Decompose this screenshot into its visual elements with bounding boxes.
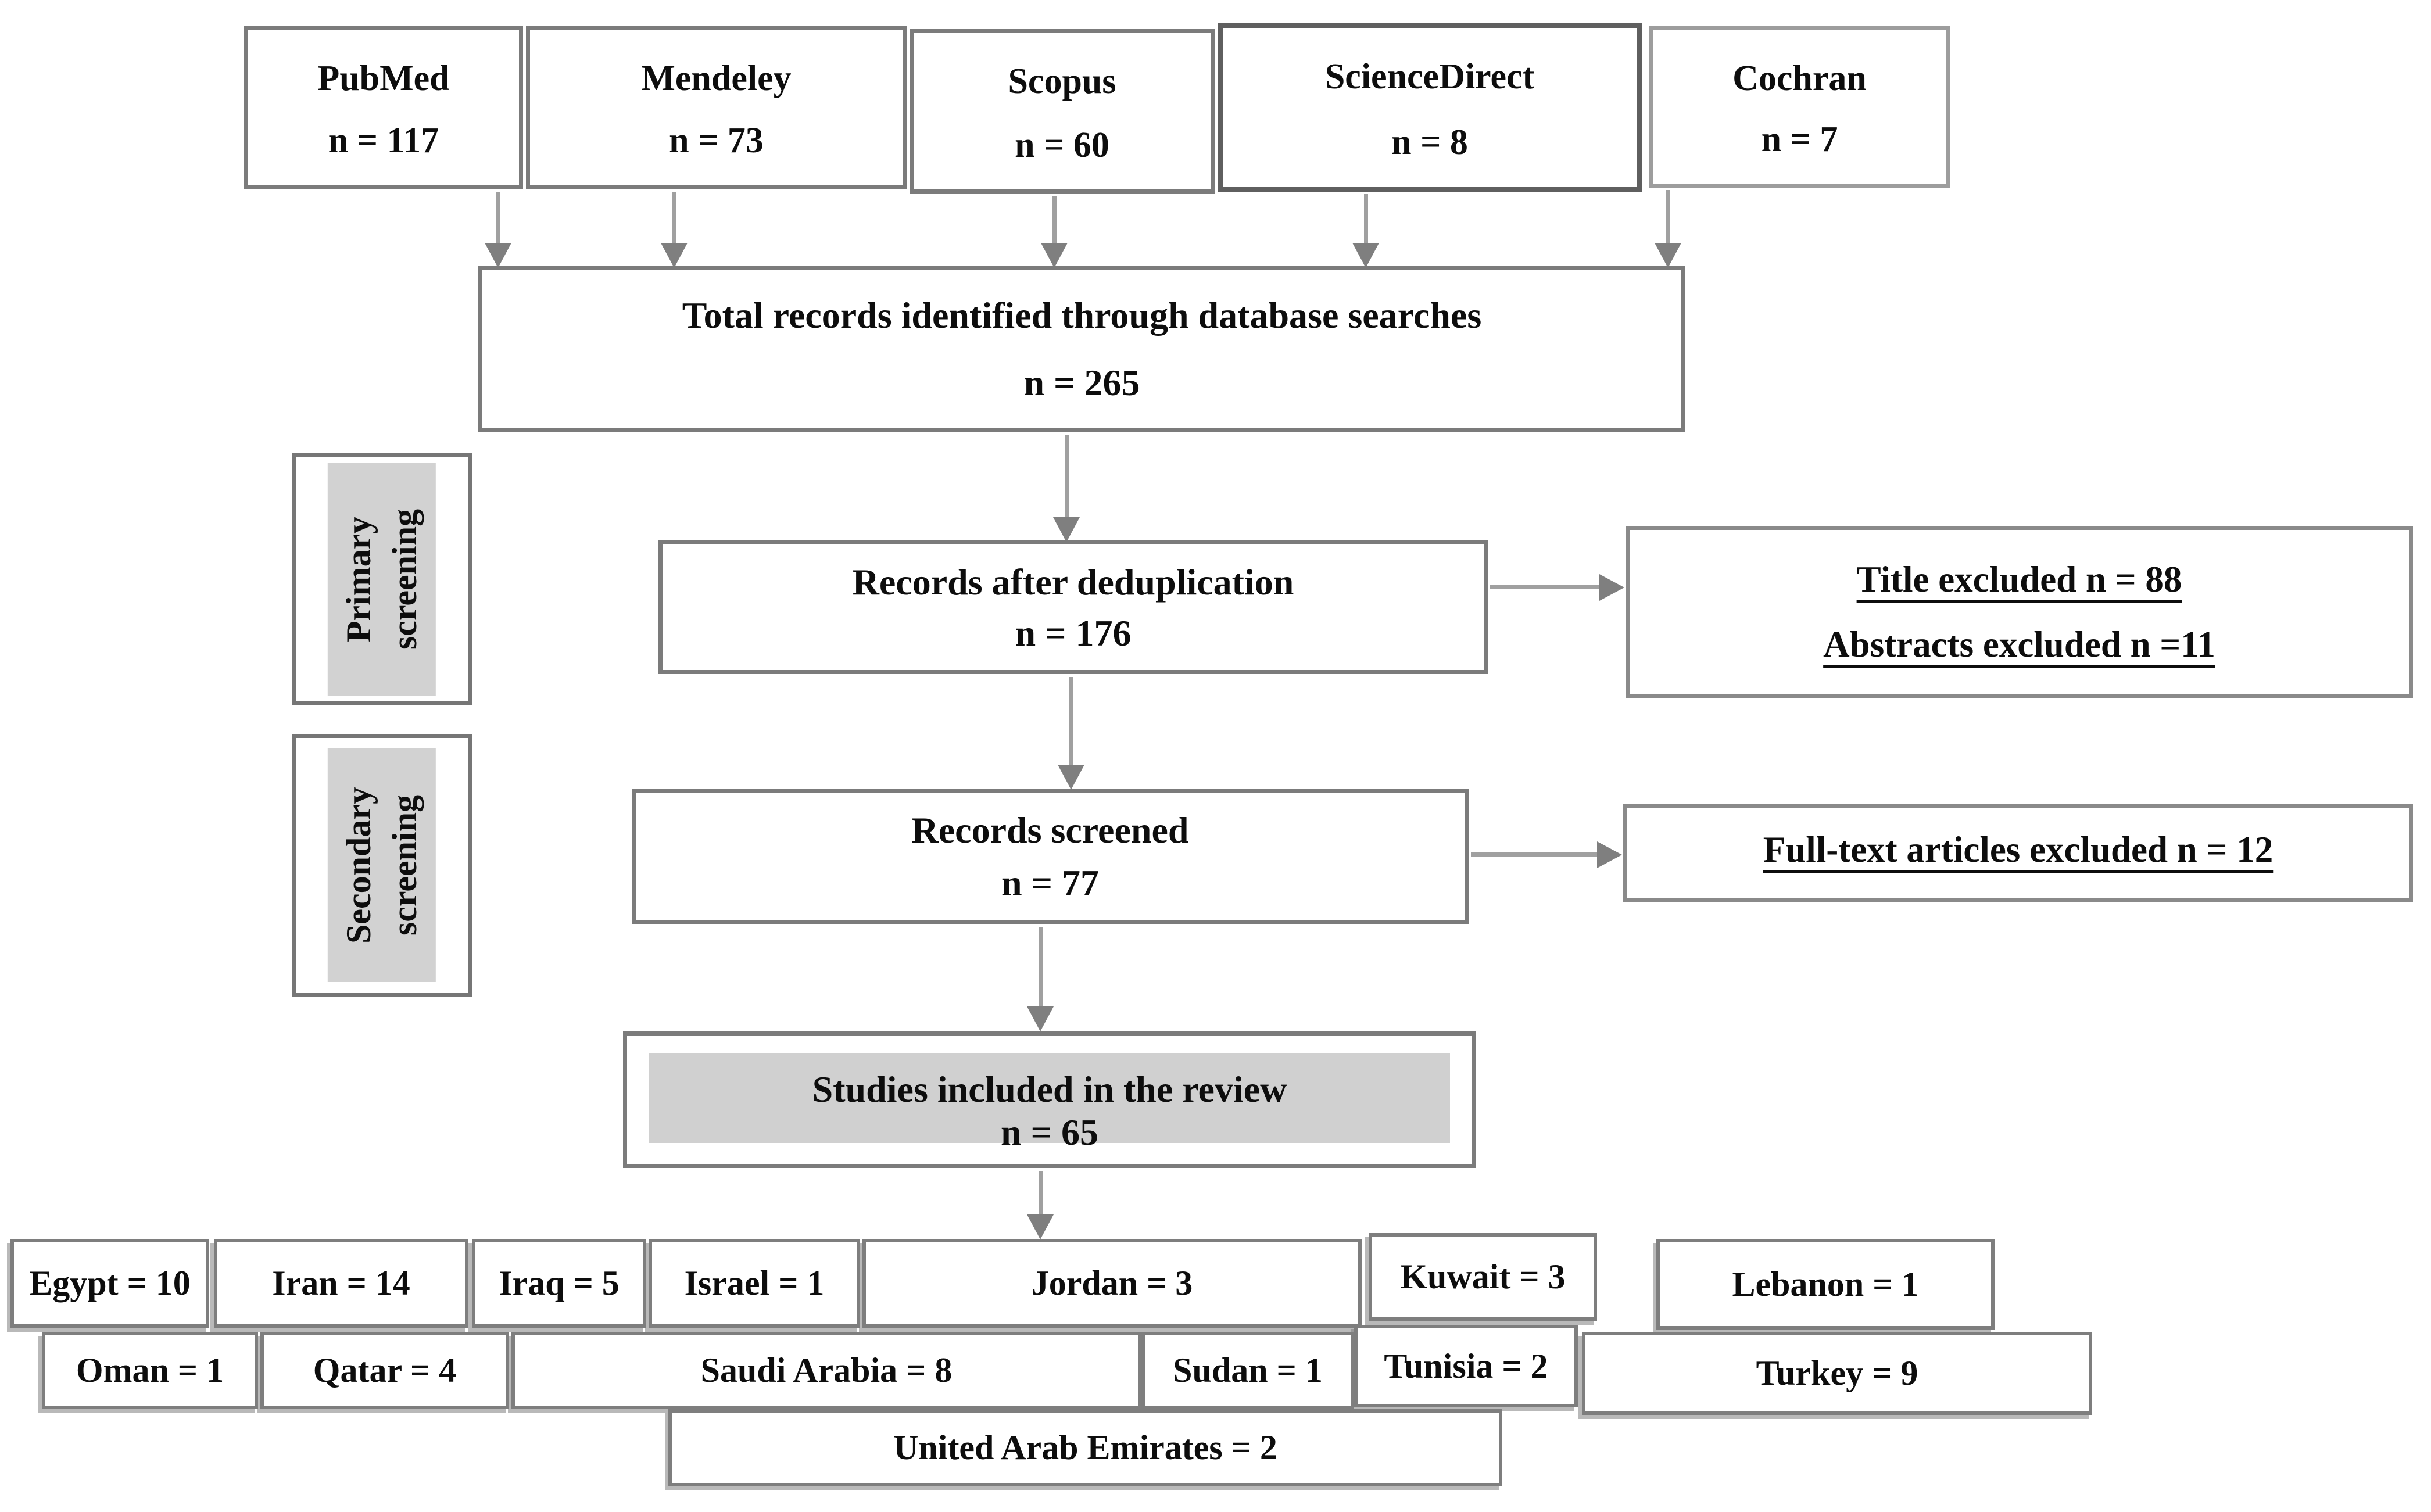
connector-line xyxy=(1039,927,1043,1008)
country-box-turkey: Turkey = 9 xyxy=(1582,1332,2092,1415)
screened-count: n = 77 xyxy=(1001,862,1100,904)
connector-line xyxy=(1065,435,1069,521)
country-label: Iran = 14 xyxy=(272,1264,410,1302)
included-count: n = 65 xyxy=(1000,1112,1099,1153)
arrow-head-down xyxy=(1655,243,1681,268)
country-label: Kuwait = 3 xyxy=(1400,1257,1566,1296)
connector-line xyxy=(1069,677,1073,767)
country-label: Oman = 1 xyxy=(76,1351,224,1389)
arrow-head-down xyxy=(1058,765,1084,790)
primary-exclusion-box: Title excluded n = 88 Abstracts excluded… xyxy=(1626,526,2413,698)
stage-label-primary-screening: Primary screening xyxy=(327,462,436,696)
country-label: Sudan = 1 xyxy=(1173,1351,1323,1389)
country-box-saudi-arabia: Saudi Arabia = 8 xyxy=(511,1332,1141,1409)
dedup-box: Records after deduplication n = 176 xyxy=(658,540,1488,674)
arrow-head-down xyxy=(661,243,688,268)
dedup-label: Records after deduplication xyxy=(852,561,1294,603)
total-records-label: Total records identified through databas… xyxy=(682,295,1482,336)
country-box-sudan: Sudan = 1 xyxy=(1141,1332,1354,1409)
country-label: Qatar = 4 xyxy=(313,1351,457,1389)
country-label: Israel = 1 xyxy=(684,1264,825,1302)
included-box-fill: Studies included in the review n = 65 xyxy=(649,1053,1450,1153)
source-count: n = 117 xyxy=(328,121,439,160)
stage-label-secondary-screening: Secondary screening xyxy=(327,748,436,982)
source-count: n = 7 xyxy=(1761,120,1838,159)
country-box-qatar: Qatar = 4 xyxy=(260,1332,509,1409)
connector-line xyxy=(496,192,500,245)
country-box-jordan: Jordan = 3 xyxy=(862,1239,1362,1328)
country-box-tunisia: Tunisia = 2 xyxy=(1354,1325,1578,1407)
connector-line xyxy=(1364,194,1368,245)
source-name: Cochran xyxy=(1732,59,1867,98)
source-name: Scopus xyxy=(1008,62,1116,101)
arrow-head-down xyxy=(1027,1214,1054,1239)
country-box-united-arab-emirates: United Arab Emirates = 2 xyxy=(668,1409,1502,1486)
title-excluded-text: Title excluded n = 88 xyxy=(1856,559,2182,600)
country-label: Egypt = 10 xyxy=(29,1264,191,1302)
country-label: United Arab Emirates = 2 xyxy=(893,1428,1277,1467)
screened-box: Records screened n = 77 xyxy=(632,789,1469,924)
stage-box-secondary-screening: Secondary screening xyxy=(292,734,472,997)
secondary-exclusion-box: Full-text articles excluded n = 12 xyxy=(1623,804,2413,902)
source-box-scopus: Scopus n = 60 xyxy=(910,29,1215,194)
screened-label: Records screened xyxy=(911,809,1189,851)
source-name: ScienceDirect xyxy=(1324,57,1535,96)
country-label: Turkey = 9 xyxy=(1756,1354,1918,1392)
total-records-count: n = 265 xyxy=(1023,362,1140,403)
fulltext-excluded-text: Full-text articles excluded n = 12 xyxy=(1763,829,2274,870)
country-label: Saudi Arabia = 8 xyxy=(700,1351,953,1389)
arrow-head-right xyxy=(1599,574,1624,601)
arrow-head-down xyxy=(1027,1006,1054,1031)
country-box-egypt: Egypt = 10 xyxy=(10,1239,209,1328)
country-box-iraq: Iraq = 5 xyxy=(472,1239,646,1328)
connector-line xyxy=(1039,1171,1043,1217)
source-box-cochran: Cochran n = 7 xyxy=(1649,26,1950,188)
connector-line xyxy=(1666,190,1670,245)
abstracts-excluded-text: Abstracts excluded n =11 xyxy=(1823,624,2215,665)
arrow-head-down xyxy=(485,243,511,268)
country-label: Lebanon = 1 xyxy=(1732,1264,1919,1303)
arrow-head-down xyxy=(1053,517,1080,542)
connector-line xyxy=(672,192,676,245)
source-count: n = 60 xyxy=(1015,126,1109,165)
included-label: Studies included in the review xyxy=(812,1069,1287,1110)
country-label: Tunisia = 2 xyxy=(1384,1346,1548,1385)
source-count: n = 8 xyxy=(1391,123,1468,162)
source-box-pubmed: PubMed n = 117 xyxy=(244,26,523,189)
arrow-head-right xyxy=(1597,841,1622,868)
included-box: Studies included in the review n = 65 xyxy=(623,1031,1476,1168)
stage-box-primary-screening: Primary screening xyxy=(292,453,472,705)
dedup-count: n = 176 xyxy=(1015,612,1132,654)
country-box-lebanon: Lebanon = 1 xyxy=(1656,1239,1995,1330)
total-records-box: Total records identified through databas… xyxy=(478,266,1685,432)
source-box-mendeley: Mendeley n = 73 xyxy=(526,26,907,189)
arrow-head-down xyxy=(1352,243,1379,268)
country-box-oman: Oman = 1 xyxy=(42,1332,258,1409)
connector-line xyxy=(1471,852,1602,857)
connector-line xyxy=(1052,196,1057,245)
connector-line xyxy=(1490,585,1604,589)
source-count: n = 73 xyxy=(669,121,764,160)
country-box-iran: Iran = 14 xyxy=(214,1239,468,1328)
country-label: Jordan = 3 xyxy=(1031,1264,1193,1302)
country-box-kuwait: Kuwait = 3 xyxy=(1369,1233,1597,1321)
source-name: Mendeley xyxy=(641,59,792,98)
country-label: Iraq = 5 xyxy=(499,1264,620,1302)
arrow-head-down xyxy=(1041,243,1068,268)
source-box-sciencedirect: ScienceDirect n = 8 xyxy=(1218,23,1642,192)
country-box-israel: Israel = 1 xyxy=(649,1239,860,1328)
source-name: PubMed xyxy=(317,59,450,98)
